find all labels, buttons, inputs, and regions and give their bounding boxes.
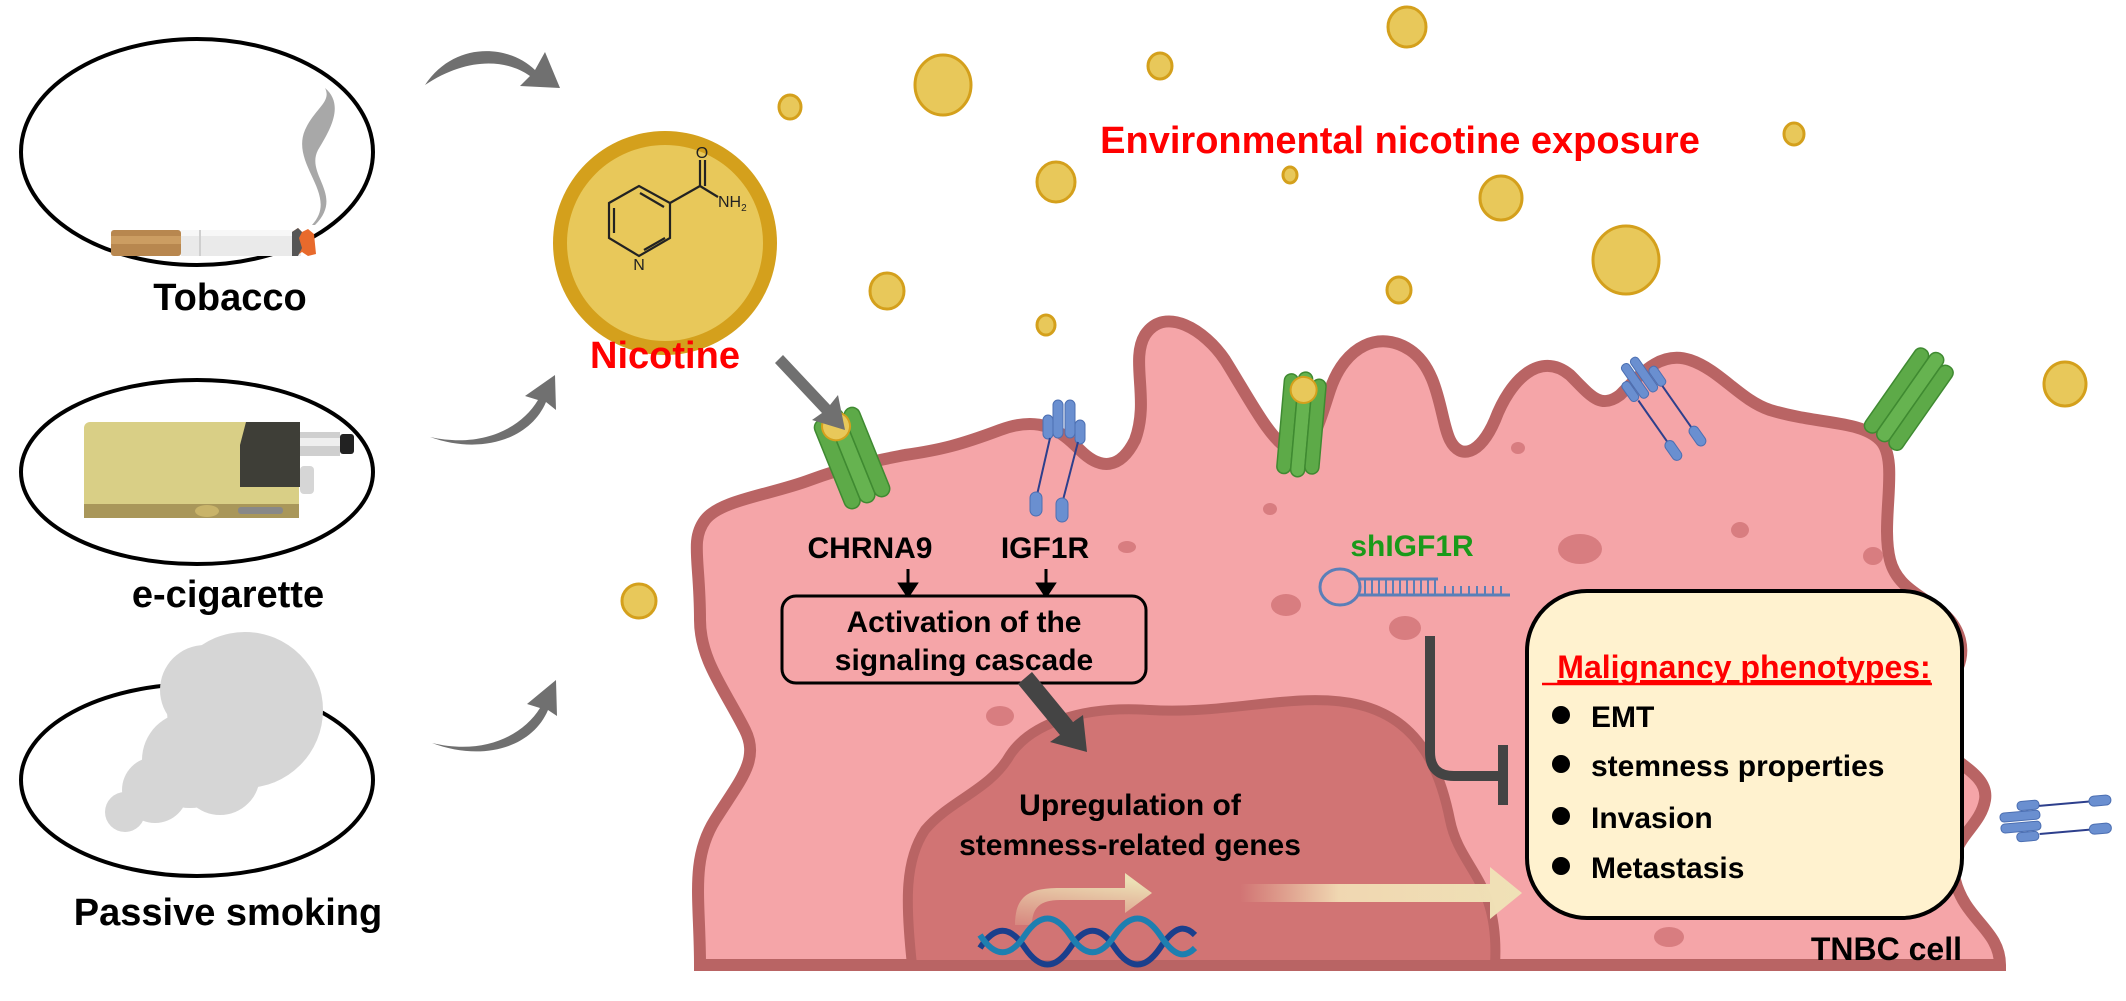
nicotine-particle [1035,160,1077,204]
curved-arrow-icon [430,375,556,445]
signaling-cascade-box: Activation of the signaling cascade [780,594,1148,685]
atom-oxygen: O [696,145,708,162]
nicotine-particle [620,582,658,620]
malignancy-phenotypes-box: Malignancy phenotypes: EMT stemness prop… [1525,589,1964,920]
nicotine-particle [1782,121,1806,147]
ecigarette-ellipse [19,378,375,566]
nicotine-particle [868,271,906,311]
nicotine-particle [1591,224,1661,296]
nicotine-particle [1385,275,1413,305]
cascade-line-2: signaling cascade [835,644,1093,677]
nicotine-to-receptor-arrow-icon [775,355,845,430]
chrna9-receptor-icon [1863,347,1954,452]
nicotine-particle [777,93,803,121]
nicotine-particle [1478,174,1524,222]
source-label-passive-smoking: Passive smoking [74,892,382,934]
receptor-down-arrows [897,569,1057,599]
source-passive-smoking: Passive smoking [19,632,382,934]
source-arrows [425,51,560,752]
gene-to-phenotype-arrow-icon [1240,867,1522,919]
smoke-wisp-icon [302,88,335,225]
nicotine-particle [1281,165,1299,185]
igf1r-receptor-icon [1029,399,1086,523]
source-label-tobacco: Tobacco [153,277,306,319]
inhibition-arrow-icon [1425,636,1508,805]
phenotypes-heading: Malignancy phenotypes: [1557,649,1930,685]
shigf1r-label: shIGF1R [1350,530,1474,563]
nucleus-line-1: Upregulation of [1019,789,1242,822]
nicotine-molecule: O NH2 N [553,131,777,355]
chrna9-receptor-icon [1276,371,1327,478]
dna-helix-icon [977,915,1198,968]
nicotinamide-structure-icon [607,160,719,258]
nicotine-particle [1035,313,1057,337]
source-tobacco: Tobacco [19,37,375,319]
atom-amine: NH2 [718,194,747,214]
phenotype-item: EMT [1591,701,1654,734]
nicotine-label: Nicotine [590,335,740,377]
nicotine-particle [913,53,973,117]
environmental-exposure-title: Environmental nicotine exposure [1100,120,1700,162]
igf1r-label: IGF1R [1001,532,1090,565]
source-label-ecigarette: e-cigarette [132,574,324,616]
curved-arrow-icon [425,51,560,88]
phenotype-list: EMT stemness properties Invasion Metasta… [1552,701,1884,885]
igf1r-receptor-icon [1999,794,2112,843]
transcription-arrow-icon [1015,873,1152,925]
smoke-cloud-icon [105,632,323,832]
nicotine-particle [2042,360,2088,408]
shrna-hairpin-icon [1318,567,1510,607]
atom-ring-nitrogen: N [633,257,645,274]
nicotine-particles [620,5,2088,620]
nicotine-particle [1386,5,1428,49]
curved-arrow-icon [432,680,557,752]
cascade-line-1: Activation of the [846,606,1081,639]
tnbc-cell-label: TNBC cell [1811,931,1962,967]
ecigarette-icon [84,422,354,518]
phenotype-item: Invasion [1591,802,1713,835]
nicotine-particle [1146,51,1174,81]
phenotype-item: Metastasis [1591,852,1744,885]
tobacco-ellipse [19,37,375,267]
source-ecigarette: e-cigarette [19,378,375,616]
nucleus-line-2: stemness-related genes [959,829,1301,862]
phenotype-item: stemness properties [1591,750,1884,783]
igf1r-receptor-icon [1620,356,1707,461]
chrna9-label: CHRNA9 [807,532,932,565]
cigarette-icon [111,88,335,256]
cascade-to-nucleus-arrow-icon [1018,672,1087,752]
